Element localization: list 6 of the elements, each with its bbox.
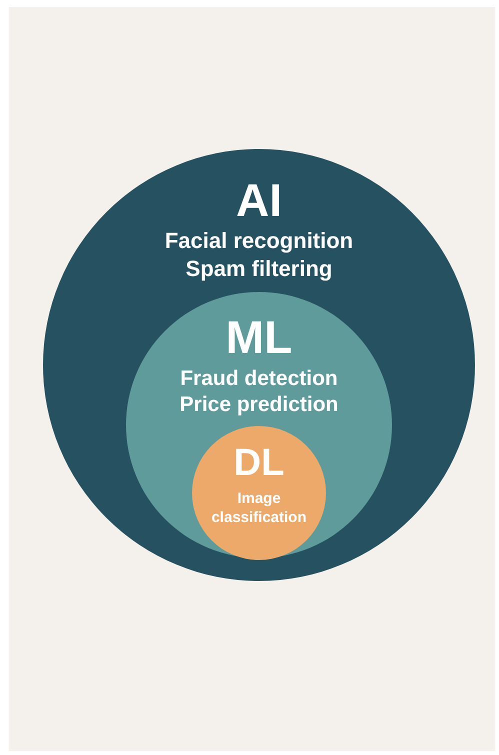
circle-title: ML <box>224 314 294 360</box>
example-list: Image classification <box>200 490 318 528</box>
circle-title: AI <box>235 177 283 223</box>
circle-title: DL <box>232 444 286 482</box>
example-list: Facial recognition Spam filtering <box>144 227 374 282</box>
example-list: Fraud detection Price prediction <box>159 366 359 418</box>
